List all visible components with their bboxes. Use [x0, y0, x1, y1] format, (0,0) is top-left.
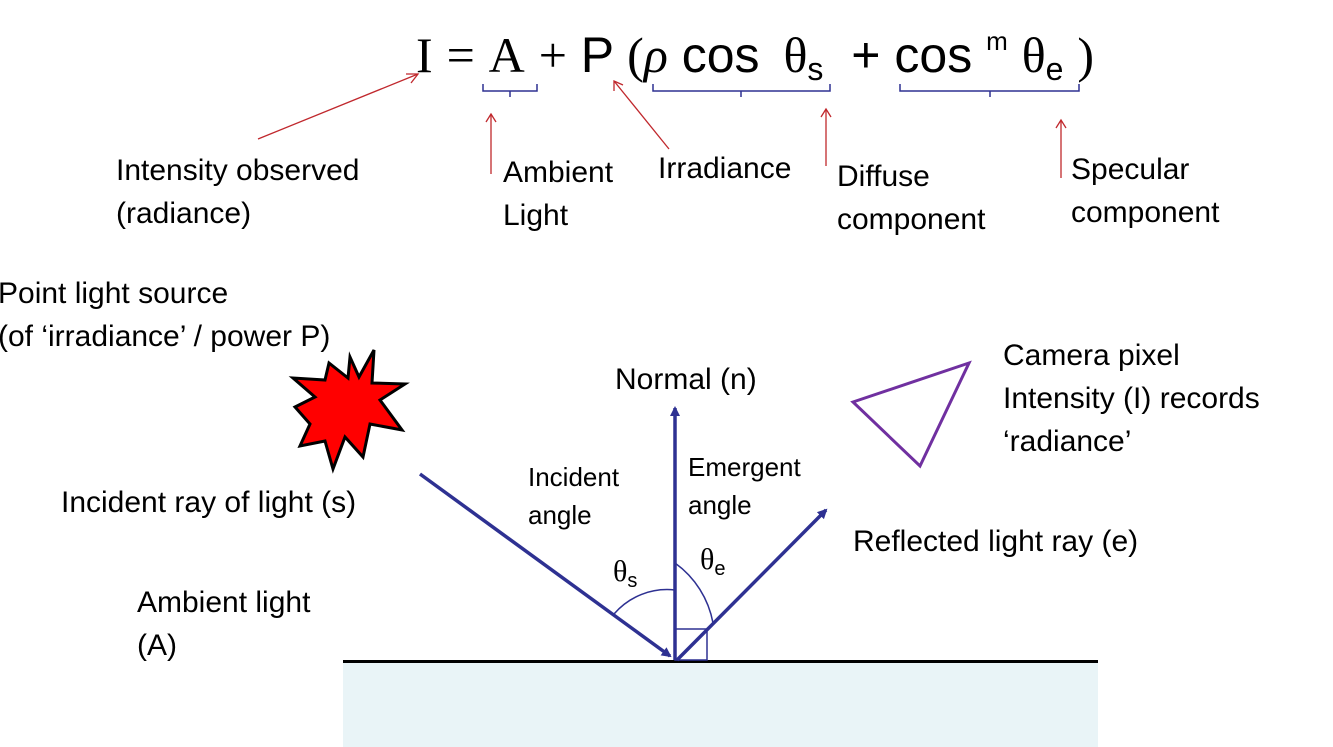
formula-theta-e: θ [1021, 27, 1046, 83]
ambient-light-diagram-label: Ambient light (A) [137, 581, 310, 667]
annotation-arrows [257, 73, 1067, 178]
emergent-angle-arc [674, 562, 714, 624]
incident-angle-label: Incident angle [528, 458, 619, 534]
theta-s-sub: s [627, 570, 638, 592]
reflecting-surface [343, 660, 1098, 747]
diffuse-line-2: component [837, 203, 986, 236]
formula-exponent-m: m [986, 26, 1008, 56]
specular-arrowhead [1055, 118, 1067, 129]
incident-angle-line-1: Incident [528, 462, 620, 492]
ambient-line-2: Light [503, 199, 569, 232]
irradiance-arrow [613, 80, 670, 150]
ambient-arrowhead [485, 112, 497, 123]
formula-cos-specular: cos [894, 27, 973, 83]
formula-rho: ρ [643, 27, 668, 83]
reflected-ray [675, 508, 828, 662]
formula-plus-2: + [851, 27, 881, 83]
brace-specular [899, 84, 1080, 97]
irradiance-arrowhead [613, 79, 624, 91]
reflected-ray-label: Reflected light ray (e) [853, 525, 1139, 558]
intensity-arrowhead [406, 73, 420, 84]
irradiance-label: Irradiance [658, 152, 792, 185]
incident-angle-line-2: angle [528, 500, 592, 530]
brace-ambient [482, 84, 538, 97]
formula-cos-diffuse: cos [681, 27, 760, 83]
incident-angle-arc [613, 588, 676, 615]
camera-line-1: Camera pixel [1003, 339, 1180, 372]
ambient-line-1: Ambient [503, 156, 614, 189]
formula-equals: = [446, 27, 475, 83]
ambient-diagram-line-1: Ambient light [137, 586, 311, 619]
theta-s-label: θs [613, 554, 637, 599]
camera-line-2: Intensity (I) records [1003, 382, 1260, 415]
rays [418, 406, 828, 662]
formula-ambient: A [488, 27, 525, 83]
diffuse-arrowhead [820, 107, 832, 118]
specular-component-label: Specular component [1071, 148, 1219, 234]
emergent-angle-line-2: angle [688, 490, 752, 520]
specular-line-2: component [1071, 196, 1220, 229]
point-light-source-label: Point light source (of ‘irradiance’ / po… [0, 272, 330, 358]
diffuse-component-label: Diffuse component [837, 155, 985, 241]
brace-diffuse [652, 84, 831, 97]
ambient-diagram-line-2: (A) [137, 629, 177, 662]
theta-e-symbol: θ [700, 543, 715, 576]
formula-power: P [580, 27, 614, 83]
formula-sub-e: e [1045, 51, 1064, 87]
point-light-line-2: (of ‘irradiance’ / power P) [0, 320, 331, 353]
intensity-arrow [257, 73, 419, 140]
intensity-observed-label: Intensity observed (radiance) [116, 149, 359, 235]
camera-pixel-label: Camera pixel Intensity (I) records ‘radi… [1003, 334, 1260, 463]
formula-intensity: I [416, 27, 433, 83]
emergent-angle-label: Emergent angle [688, 448, 801, 524]
point-light-line-1: Point light source [0, 277, 229, 310]
emergent-angle-line-1: Emergent [688, 452, 801, 482]
formula-braces [482, 84, 1080, 97]
right-angle-box [674, 628, 708, 661]
formula-plus: + [538, 27, 567, 83]
specular-line-1: Specular [1071, 153, 1190, 186]
incident-ray-label: Incident ray of light (s) [61, 486, 357, 519]
intensity-line-1: Intensity observed [116, 154, 360, 187]
reflectance-formula: I = A + P (ρ cos θs + cos m θe ) [416, 8, 1094, 102]
camera-line-3: ‘radiance’ [1003, 425, 1132, 458]
formula-right-paren: ) [1077, 27, 1095, 83]
ambient-light-label: Ambient Light [503, 151, 613, 237]
intensity-line-2: (radiance) [116, 197, 252, 230]
formula-sub-s: s [807, 51, 824, 87]
incident-ray [418, 472, 672, 658]
theta-e-label: θe [700, 542, 726, 587]
point-light-star-icon [288, 349, 410, 474]
angle-markers [613, 562, 714, 661]
theta-e-sub: e [714, 558, 726, 580]
camera-pixel-icon [850, 360, 972, 469]
normal-label: Normal (n) [615, 363, 757, 396]
diffuse-line-1: Diffuse [837, 160, 930, 193]
formula-theta-s: θ [783, 27, 808, 83]
formula-left-paren: ( [627, 27, 644, 83]
theta-s-symbol: θ [613, 555, 628, 588]
